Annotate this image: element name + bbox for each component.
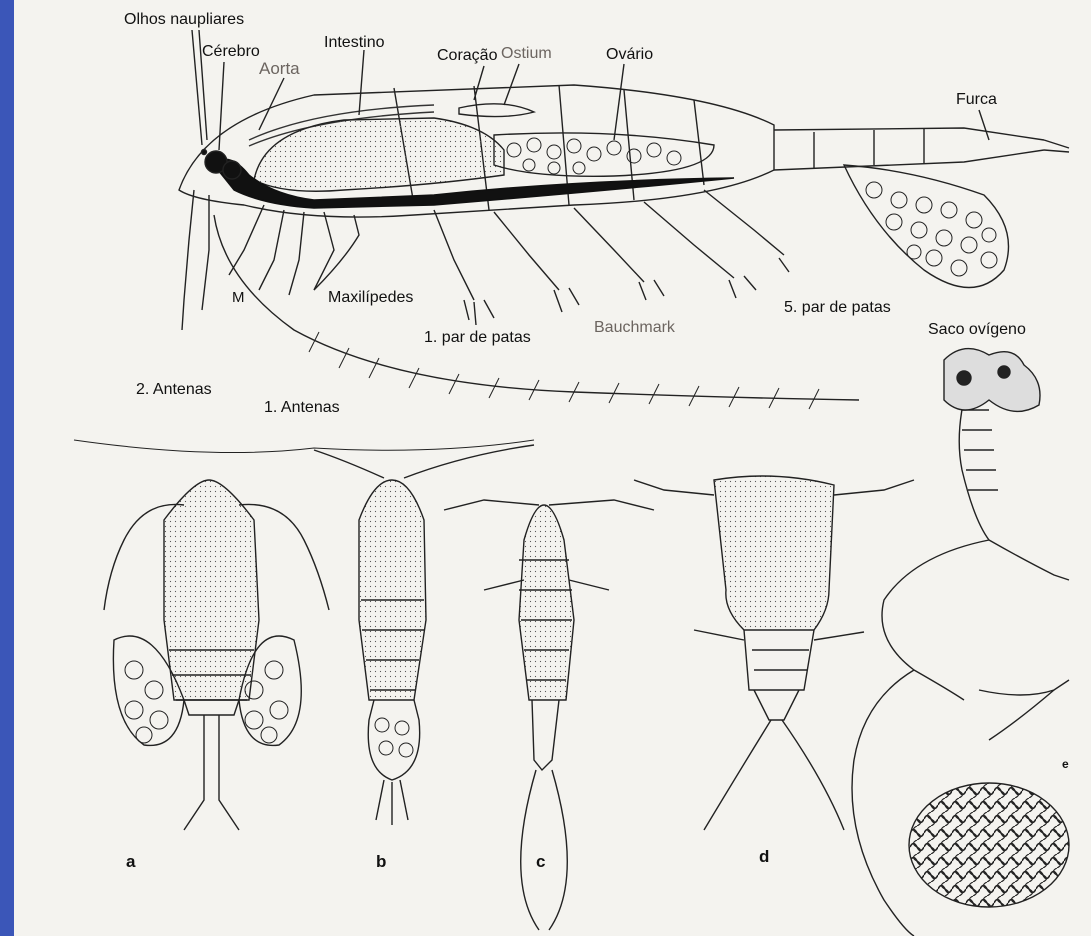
label-par-patas-1: 1. par de patas (424, 330, 531, 346)
label-furca: Furca (956, 92, 997, 108)
copepod-figure-e (852, 349, 1069, 936)
label-maxilipedes: Maxilípedes (328, 290, 413, 306)
label-par-patas-5: 5. par de patas (784, 300, 891, 316)
figure-label-c: c (536, 853, 545, 870)
label-saco-ovigeno: Saco ovígeno (928, 322, 1026, 338)
copepod-figure-c (444, 500, 654, 930)
label-ovario: Ovário (606, 47, 653, 63)
label-aorta: Aorta (259, 60, 300, 77)
figure-label-b: b (376, 853, 386, 870)
copepod-figure-a (74, 440, 534, 830)
label-bauchmark: Bauchmark (594, 320, 675, 336)
label-ostium: Ostium (501, 46, 552, 62)
lateral-copepod-drawing (179, 30, 1069, 409)
copepod-figure-d (634, 476, 914, 830)
diagram-page: Olhos naupliares Cérebro Aorta Intestino… (14, 0, 1091, 936)
label-olhos-naupliares: Olhos naupliares (124, 12, 244, 28)
figure-label-a: a (126, 853, 135, 870)
figure-label-d: d (759, 848, 769, 865)
figure-label-e: e (1062, 758, 1069, 770)
label-cerebro: Cérebro (202, 44, 260, 60)
label-antenas-2: 2. Antenas (136, 382, 212, 398)
copepod-illustration (14, 0, 1091, 936)
label-coracao: Coração (437, 48, 497, 64)
label-antenas-1: 1. Antenas (264, 400, 340, 416)
label-intestino: Intestino (324, 35, 384, 51)
label-m: M (232, 290, 245, 305)
